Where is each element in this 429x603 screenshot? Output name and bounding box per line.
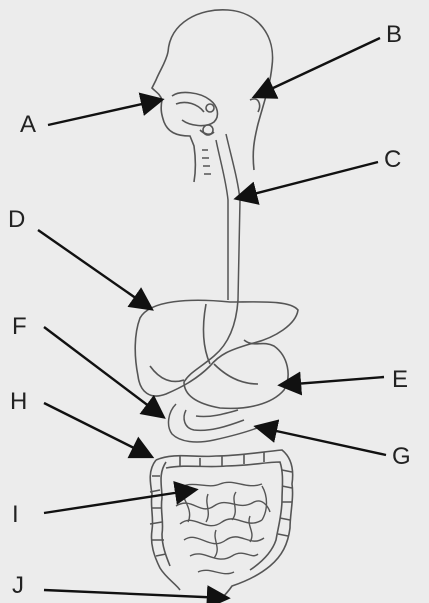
label-h: H bbox=[10, 390, 27, 414]
arrow-h bbox=[44, 403, 150, 456]
arrow-b bbox=[256, 38, 380, 96]
label-e: E bbox=[392, 368, 408, 392]
head-outline bbox=[152, 10, 273, 182]
arrow-a bbox=[48, 100, 160, 125]
label-c: C bbox=[384, 148, 401, 172]
duodenum-shape bbox=[169, 404, 262, 442]
label-b: B bbox=[386, 23, 402, 47]
arrow-e bbox=[282, 377, 384, 385]
label-g: G bbox=[392, 445, 411, 469]
label-a: A bbox=[20, 113, 36, 137]
large-intestine bbox=[150, 450, 293, 600]
stomach-shape bbox=[184, 300, 288, 408]
esophagus bbox=[202, 134, 240, 300]
liver-shape bbox=[135, 300, 298, 396]
arrow-j bbox=[44, 590, 226, 598]
arrow-i bbox=[44, 490, 194, 513]
label-i: I bbox=[12, 503, 19, 527]
label-d: D bbox=[8, 208, 25, 232]
label-arrows bbox=[38, 38, 386, 598]
label-f: F bbox=[12, 315, 27, 339]
arrow-c bbox=[238, 162, 378, 198]
small-intestine bbox=[176, 482, 270, 573]
arrow-f bbox=[44, 327, 162, 416]
label-j: J bbox=[12, 574, 24, 598]
arrow-d bbox=[38, 230, 150, 308]
